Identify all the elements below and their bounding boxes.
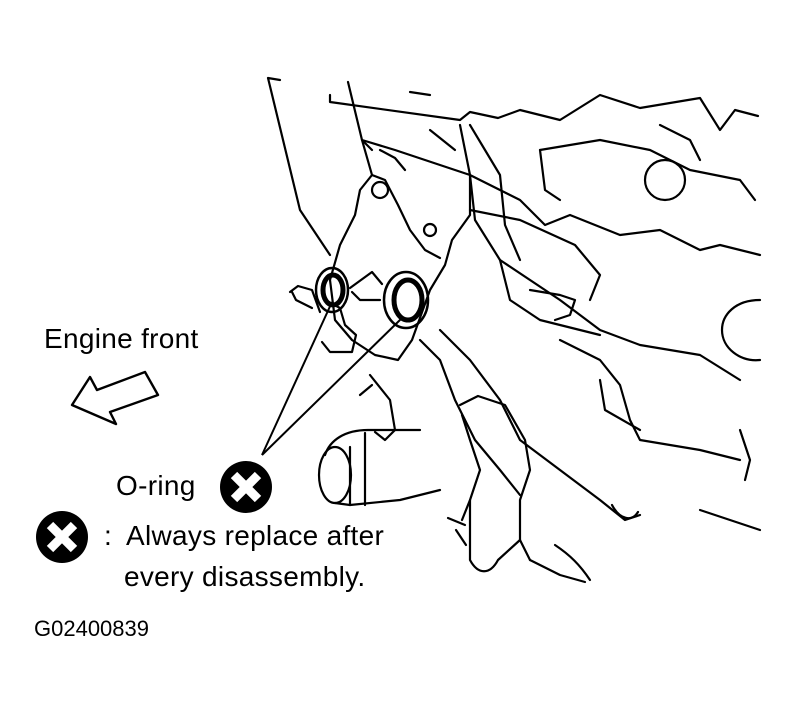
x-in-circle-icon — [36, 511, 88, 563]
note-line-1: : Always replace after — [104, 520, 384, 552]
engine-line-drawing — [266, 76, 762, 584]
o-ring-small — [314, 266, 350, 314]
o-ring-label: O-ring — [116, 470, 196, 501]
x-in-circle-icon — [220, 461, 272, 513]
engine-front-label: Engine front — [44, 323, 199, 354]
arrow-outline-icon — [70, 370, 160, 426]
note-line-2: every disassembly. — [124, 561, 366, 592]
note-colon: : — [104, 520, 113, 551]
o-ring-large — [382, 270, 430, 330]
note-text-1: Always replace after — [126, 520, 385, 551]
figure-id: G02400839 — [34, 616, 149, 641]
leader-lines — [261, 301, 403, 456]
